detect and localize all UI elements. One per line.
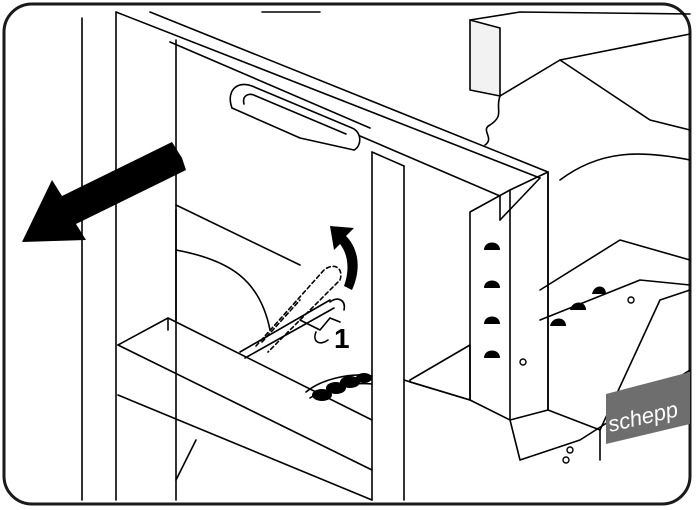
bracket-holes	[484, 242, 500, 358]
callout-label: 1	[334, 323, 350, 354]
curved-arrow-up-icon	[330, 226, 358, 290]
top-rail	[115, 11, 549, 221]
right-plate	[509, 153, 691, 461]
arrow-left-down-icon	[22, 142, 186, 242]
inner-frame	[175, 39, 301, 501]
handle	[229, 83, 361, 151]
lever-ghost	[255, 265, 342, 353]
bottom-crossbar	[117, 317, 373, 501]
left-post	[81, 11, 117, 501]
background-structure	[261, 11, 691, 146]
middle-post	[371, 151, 405, 501]
spring	[312, 373, 372, 401]
plate-holes	[550, 286, 606, 326]
